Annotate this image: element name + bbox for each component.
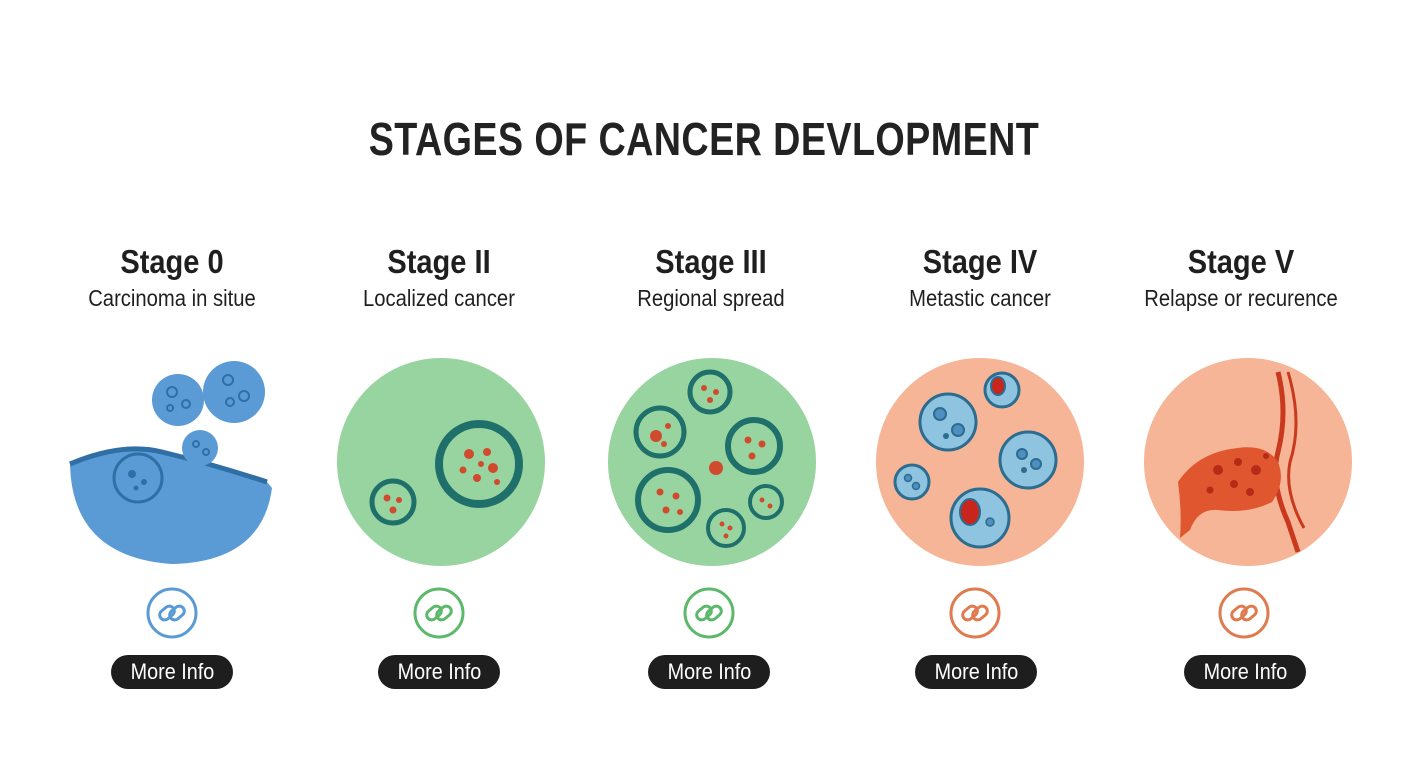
- stage-subtitle: Localized cancer: [363, 285, 515, 311]
- page-title: STAGES OF CANCER DEVLOPMENT: [368, 113, 1040, 165]
- regional-spread-icon: [608, 358, 816, 566]
- stage-name: Stage V: [1187, 243, 1295, 280]
- stage-name: Stage II: [387, 243, 491, 280]
- stage-name: Stage 0: [120, 243, 224, 280]
- stage-subtitle: Regional spread: [637, 285, 785, 311]
- chain-link-icon[interactable]: [1217, 586, 1271, 640]
- relapse-vessel-icon: [1144, 358, 1352, 566]
- chain-link-icon[interactable]: [948, 586, 1002, 640]
- chain-link-icon[interactable]: [412, 586, 466, 640]
- stage-subtitle: Carcinoma in situe: [88, 285, 256, 311]
- more-info-button[interactable]: More Info: [915, 655, 1037, 689]
- stage-name: Stage IV: [922, 243, 1038, 280]
- more-info-button[interactable]: More Info: [1184, 655, 1306, 689]
- cells-in-tissue-icon: [69, 361, 272, 564]
- more-info-button[interactable]: More Info: [111, 655, 233, 689]
- stage-iv-header: Stage IV Metastic cancer: [850, 240, 1110, 312]
- more-info-button[interactable]: More Info: [648, 655, 770, 689]
- chain-link-icon[interactable]: [682, 586, 736, 640]
- stage-subtitle: Relapse or recurence: [1144, 285, 1338, 311]
- metastatic-cells-icon: [876, 358, 1084, 566]
- stage-iii-header: Stage III Regional spread: [581, 240, 841, 312]
- stage-name: Stage III: [655, 243, 767, 280]
- stage-subtitle: Metastic cancer: [909, 285, 1051, 311]
- stage-0-header: Stage 0 Carcinoma in situe: [42, 240, 302, 312]
- stage-ii-header: Stage II Localized cancer: [309, 240, 569, 312]
- more-info-button[interactable]: More Info: [378, 655, 500, 689]
- stage-v-header: Stage V Relapse or recurence: [1111, 240, 1371, 312]
- localized-tumor-icon: [337, 358, 545, 566]
- chain-link-icon[interactable]: [145, 586, 199, 640]
